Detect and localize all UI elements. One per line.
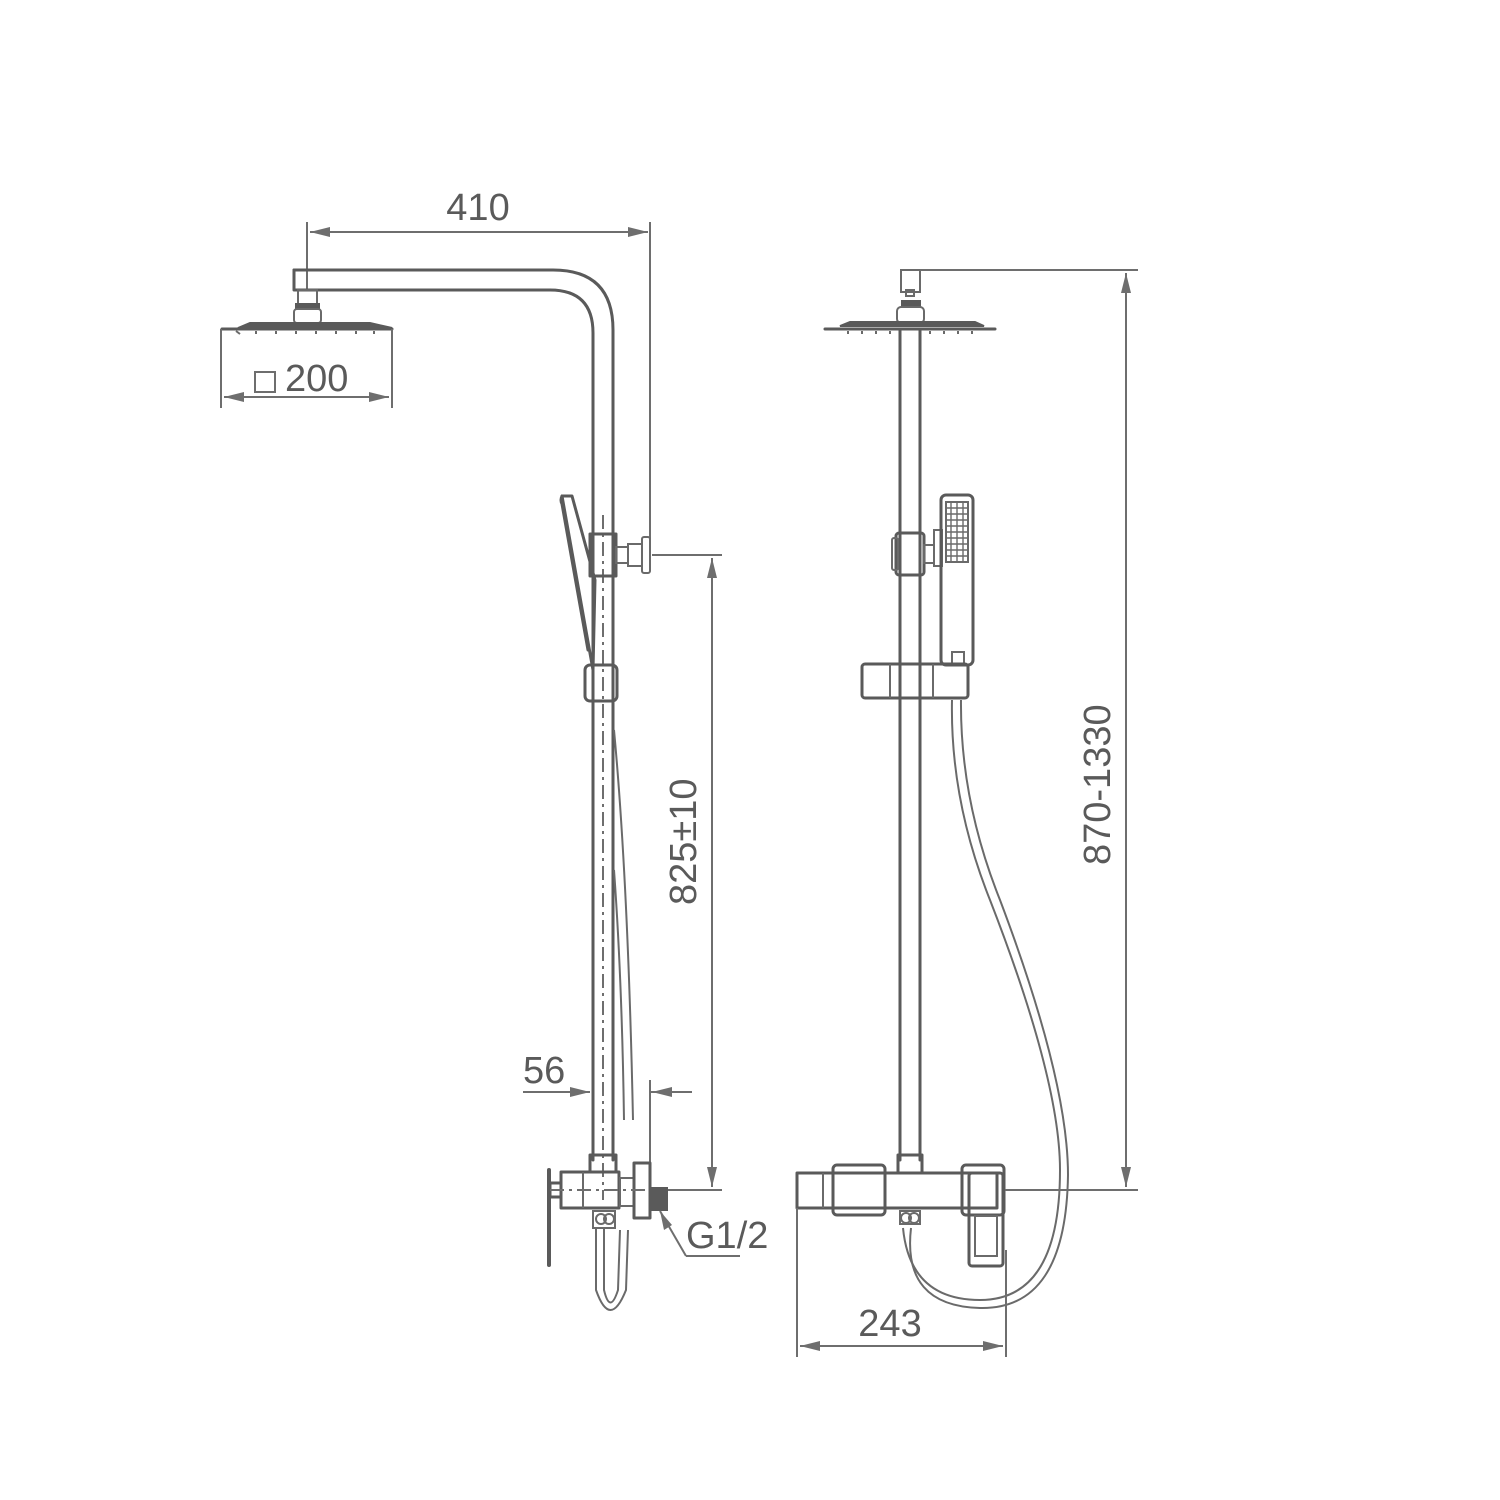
shower-head-connector [293,289,322,324]
shower-head-front [823,321,997,334]
mixer-valve-front [795,1153,1006,1268]
inlet-thread-icon [651,1187,668,1211]
dimension-total-height: 870-1330 [920,269,1138,1191]
label-inlet-thread: G1/2 [686,1215,768,1257]
hose-front [902,699,1070,1310]
dimension-rail-height: 825±10 [652,554,722,1191]
dimension-wall-offset: 56 [523,1050,692,1170]
square-symbol-icon [254,371,276,393]
slider-holder-front [860,662,970,700]
front-view: 870-1330 243 [795,269,1138,1357]
shower-arm [292,268,615,532]
label-mixer-width: 243 [858,1303,921,1345]
riser-rail-front [898,328,922,1162]
wall-bracket-front [891,529,943,577]
shower-head-side [220,322,394,335]
wall-bracket-top [588,532,651,578]
dimension-mixer-width: 243 [796,1208,1007,1357]
label-arm-reach: 410 [446,187,509,229]
mixer-valve-side [547,1153,668,1267]
label-rail-height: 825±10 [663,778,705,905]
hand-shower-side [559,494,597,672]
slider-holder-side [583,663,619,703]
shower-head-connector-front [896,269,925,324]
riser-rail [591,515,615,1200]
dimension-inlet-thread: G1/2 [659,1210,768,1257]
dimension-arm-reach: 410 [306,187,651,570]
hand-shower-front [939,493,975,667]
side-view: 410 [220,187,768,1311]
label-head-size: 200 [285,358,348,400]
label-total-height: 870-1330 [1077,704,1119,865]
dimension-head-size: 200 [220,329,393,408]
label-wall-offset: 56 [523,1050,565,1092]
hose-side [595,729,634,1311]
